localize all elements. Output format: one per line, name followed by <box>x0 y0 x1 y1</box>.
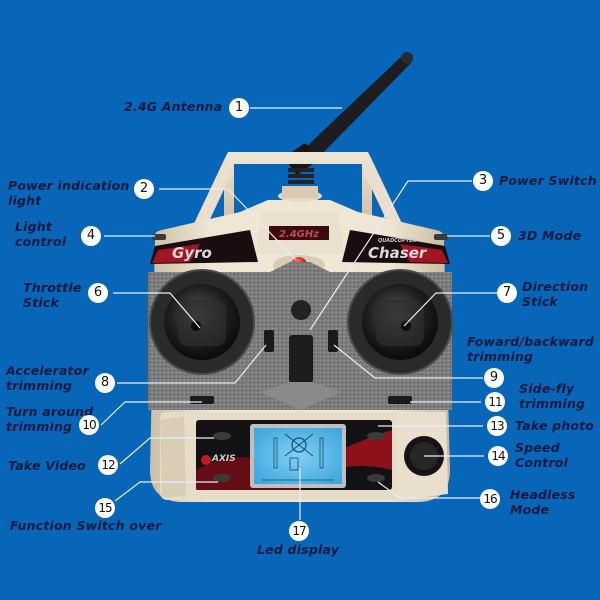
3d-mode-switch <box>434 234 448 240</box>
quadcopter-text: QUADCOPTER <box>378 238 417 244</box>
callout-label-headless-mode-line2: Mode <box>510 502 550 517</box>
callout-number-17: 17 <box>289 521 309 541</box>
forward-backward-trim <box>328 330 338 352</box>
callout-number-1: 1 <box>229 98 249 118</box>
callout-label-direction-stick: Direction <box>522 279 589 294</box>
take-video-button <box>213 432 231 440</box>
carry-handle <box>190 152 406 232</box>
callout-label-accelerator-trim-line2: trimming <box>6 378 73 393</box>
callout-number-6: 6 <box>88 283 108 303</box>
callout-label-3d-mode: 3D Mode <box>518 228 582 243</box>
callout-number-7: 7 <box>497 283 517 303</box>
callout-number-12: 12 <box>98 455 118 475</box>
callout-label-take-photo: Take photo <box>515 418 595 433</box>
callout-number-8: 8 <box>95 373 115 393</box>
controller-body: 2.4GHz <box>147 186 453 502</box>
callout-label-power-switch: Power Switch <box>499 173 597 188</box>
callout-label-throttle-stick: Throttle <box>23 280 82 295</box>
callout-label-headless-mode: Headless <box>510 487 576 502</box>
chaser-badge: Chaser <box>368 244 427 262</box>
callout-label-take-video: Take Video <box>8 458 86 473</box>
callout-number-3: 3 <box>473 171 493 191</box>
callout-label-turn-around-trim-line2: trimming <box>6 419 73 434</box>
led-display <box>254 428 342 484</box>
headless-mode-button <box>367 474 385 482</box>
callout-label-function-switch: Function Switch over <box>10 518 162 533</box>
gyro-badge: Gyro <box>172 244 212 262</box>
callout-number-10: 10 <box>79 415 99 435</box>
callout-label-direction-stick-line2: Stick <box>522 294 558 309</box>
callout-label-speed-control: Speed <box>515 440 560 455</box>
turn-around-trim <box>190 396 214 404</box>
light-control-switch <box>152 234 166 240</box>
callout-number-15: 15 <box>95 498 115 518</box>
axis-logo: AXIS <box>212 454 236 464</box>
callout-label-side-fly-trim: Side-fly <box>519 381 575 396</box>
callout-label-antenna: 2.4G Antenna <box>124 99 223 114</box>
callout-label-forward-backward-trim: Foward/backward <box>467 334 595 349</box>
take-photo-button <box>367 432 385 440</box>
callout-number-14: 14 <box>488 446 508 466</box>
center-slider <box>289 335 313 383</box>
callout-label-side-fly-trim-line2: trimming <box>519 396 586 411</box>
callout-label-power-indication: Power indication <box>8 178 130 193</box>
callout-number-5: 5 <box>491 226 511 246</box>
callout-number-9: 9 <box>484 368 504 388</box>
callout-number-4: 4 <box>81 226 101 246</box>
callout-label-light-control: Light <box>15 219 53 234</box>
callout-label-accelerator-trim: Accelerator <box>6 363 89 378</box>
callout-label-light-control-line2: control <box>15 234 67 249</box>
callout-label-forward-backward-trim-line2: trimming <box>467 349 534 364</box>
antenna <box>285 52 413 184</box>
side-fly-trim <box>388 396 412 404</box>
callout-label-led-display: Led display <box>257 542 340 557</box>
frequency-plate: 2.4GHz <box>279 229 319 240</box>
callout-number-2: 2 <box>134 179 154 199</box>
accelerator-trim <box>264 330 274 352</box>
callout-label-throttle-stick-line2: Stick <box>23 295 59 310</box>
callout-number-16: 16 <box>480 489 500 509</box>
leader-lines <box>100 107 507 520</box>
function-switch-button <box>213 474 231 482</box>
callout-label-speed-control-line2: Control <box>515 455 569 470</box>
callout-label-turn-around-trim: Turn around <box>6 404 94 419</box>
callout-number-13: 13 <box>487 416 507 436</box>
callout-number-11: 11 <box>485 392 505 412</box>
callout-label-power-indication-line2: light <box>8 193 42 208</box>
